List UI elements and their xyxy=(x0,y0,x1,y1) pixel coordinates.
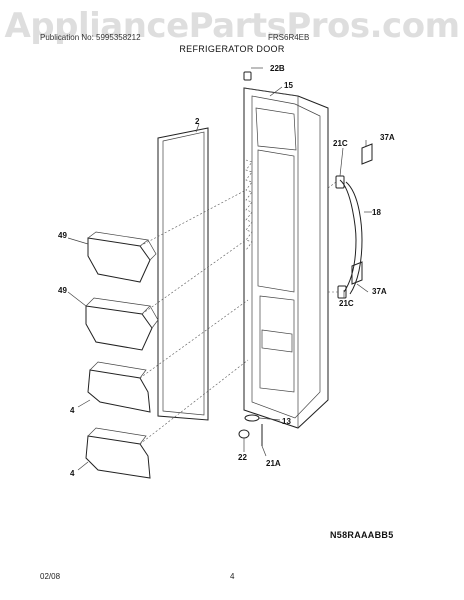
callout-4-top: 4 xyxy=(70,406,75,415)
model-number: FRS6R4EB xyxy=(268,33,310,42)
door-bin-49-bottom xyxy=(85,297,159,351)
hinge-washer-22 xyxy=(238,429,250,439)
door-gasket xyxy=(157,127,209,421)
callout-37a-top: 37A xyxy=(380,133,395,142)
door-handle xyxy=(335,175,363,299)
callout-15: 15 xyxy=(284,81,293,90)
door-bin-49-top xyxy=(87,231,157,283)
callout-21c-bottom: 21C xyxy=(339,299,354,308)
handle-cap-bottom xyxy=(351,261,363,285)
leader-lines xyxy=(67,67,372,471)
callout-22b: 22B xyxy=(270,64,285,73)
callout-4-bottom: 4 xyxy=(70,469,75,478)
callout-21c-top: 21C xyxy=(333,139,348,148)
door-shelf-4-top xyxy=(87,361,151,413)
section-title: REFRIGERATOR DOOR xyxy=(179,44,285,54)
diagram-model-code: N58RAAABB5 xyxy=(330,530,394,540)
hinge-bushing-13 xyxy=(244,414,260,422)
callout-13: 13 xyxy=(282,417,291,426)
callout-37a-bottom: 37A xyxy=(372,287,387,296)
stud-22b xyxy=(243,71,252,81)
callout-21a: 21A xyxy=(266,459,281,468)
site-watermark: AppliancePartsPros.com xyxy=(4,6,460,46)
callout-2: 2 xyxy=(195,117,200,126)
door-shelf-4-bottom xyxy=(85,427,151,479)
callout-22: 22 xyxy=(238,453,247,462)
footer-page-number: 4 xyxy=(230,572,235,581)
callout-49-bottom: 49 xyxy=(58,286,67,295)
door-liner xyxy=(243,87,329,429)
handle-cap-top xyxy=(361,143,373,165)
callout-49-top: 49 xyxy=(58,231,67,240)
publication-number: Publication No: 5995358212 xyxy=(40,33,141,42)
footer-date: 02/08 xyxy=(40,572,61,581)
callout-18: 18 xyxy=(372,208,381,217)
